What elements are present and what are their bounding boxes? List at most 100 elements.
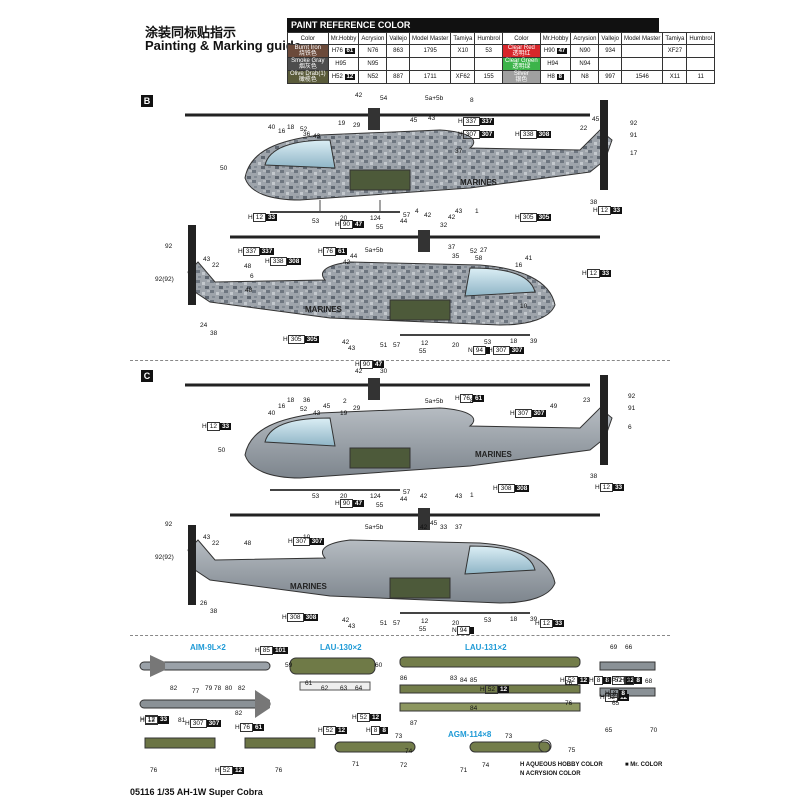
callout-mr-code: 8 [634, 677, 642, 684]
callout-type: H [282, 614, 287, 621]
part-number-label: 84 [460, 677, 468, 684]
color-name-cn: 银色 [515, 77, 528, 83]
callout-number: 307 [292, 537, 310, 546]
part-number-label: 75 [568, 747, 576, 754]
callout-number: 52 [356, 713, 370, 722]
part-number-label: 27 [480, 247, 488, 254]
section-b-label: B [141, 95, 153, 107]
footer-title: 05116 1/35 AH-1W Super Cobra [130, 787, 263, 797]
callout-type: H [335, 221, 340, 228]
part-number-label: 36 [303, 397, 311, 404]
part-number-label: 43 [455, 208, 463, 215]
title-english: Painting & Marking guide [145, 38, 302, 53]
part-number-label: 43 [428, 115, 436, 122]
part-number-label: 38 [210, 608, 218, 615]
part-number-label: 85 [470, 677, 478, 684]
part-number-label: 12 [370, 493, 378, 500]
callout-type: H [600, 694, 605, 701]
part-number-label: 69 [610, 644, 618, 651]
part-number-label: 42 [342, 617, 350, 624]
part-number-label: 8 [470, 398, 474, 405]
part-number-label: 41 [525, 255, 533, 262]
part-number-label: 70 [650, 727, 658, 734]
legend-acrysion: N ACRYSION COLOR [520, 771, 581, 777]
callout-mr-code: 12 [497, 686, 510, 693]
callout-type: H [515, 131, 520, 138]
callout-mr-code: 33 [552, 620, 565, 627]
part-number-label: 44 [350, 253, 358, 260]
part-number-label: 5a+5b [425, 95, 444, 102]
callout-mr-code: 8 [603, 677, 611, 684]
color-name: Clear Green [505, 58, 538, 64]
callout-number: 8 [624, 676, 635, 685]
part-number-label: 44 [400, 496, 408, 503]
color-name-cn: 烟灰色 [298, 64, 317, 70]
callout-number: 12 [144, 716, 158, 725]
part-number-label: 53 [312, 218, 320, 225]
marines-text: MARINES [460, 178, 497, 187]
callout-number: 307 [492, 346, 510, 355]
callout-type: H [593, 207, 598, 214]
part-number-label: 57 [403, 489, 411, 496]
callout-type: H [335, 500, 340, 507]
callout-mr-code: 307 [206, 720, 222, 727]
part-number-label: 39 [530, 338, 538, 345]
mr-hobby-code: H52 12 [327, 70, 360, 84]
part-number-label: 22 [580, 125, 588, 132]
part-number-label: 30 [380, 368, 388, 375]
callout-type: H [589, 677, 594, 684]
part-number-label: 83 [450, 675, 458, 682]
callout-type: H [605, 690, 610, 697]
part-number-label: 6 [250, 273, 254, 280]
callout-number: 90 [339, 220, 353, 229]
callout-type: H [595, 484, 600, 491]
legend-mr-color-label: Mr. COLOR [630, 762, 663, 768]
part-number-label: 38 [590, 473, 598, 480]
callout-type: H [458, 131, 463, 138]
part-number-label: 45 [592, 116, 600, 123]
callout-mr-code: 337 [479, 118, 495, 125]
callout-mr-code: 47 [372, 361, 385, 368]
part-number-label: 80 [225, 685, 233, 692]
color-name: Silver [513, 71, 529, 77]
callout-mr-code: 307 [309, 538, 325, 545]
callout-number: 307 [189, 719, 207, 728]
part-number-label: 39 [530, 616, 538, 623]
h-code: H90 [543, 48, 555, 54]
callout-type: H [366, 727, 371, 734]
callout-number: 52 [604, 693, 618, 702]
callout-type: H [582, 270, 587, 277]
part-number-label: 22 [212, 262, 220, 269]
callout-mr-code: 12 [335, 727, 348, 734]
part-number-label: 76 [565, 700, 573, 707]
part-number-label: 43 [203, 256, 211, 263]
part-number-label: 67 [612, 676, 620, 683]
part-number-label: 18 [287, 397, 295, 404]
part-number-label: 60 [375, 662, 383, 669]
callout-number: 8 [609, 689, 620, 698]
part-number-label: 48 [244, 263, 252, 270]
callout-mr-code: 33 [612, 484, 625, 491]
part-number-label: 45 [430, 520, 438, 527]
callout-number: 52 [564, 676, 578, 685]
callout-number: 8 [593, 676, 604, 685]
callout-mr-code: 33 [157, 716, 170, 723]
part-number-label: 42 [424, 212, 432, 219]
part-number-label: 42 [343, 259, 351, 266]
part-number-label: 76 [275, 767, 283, 774]
mr-color-code: 12 [344, 74, 356, 80]
part-number-label: 29 [353, 122, 361, 129]
